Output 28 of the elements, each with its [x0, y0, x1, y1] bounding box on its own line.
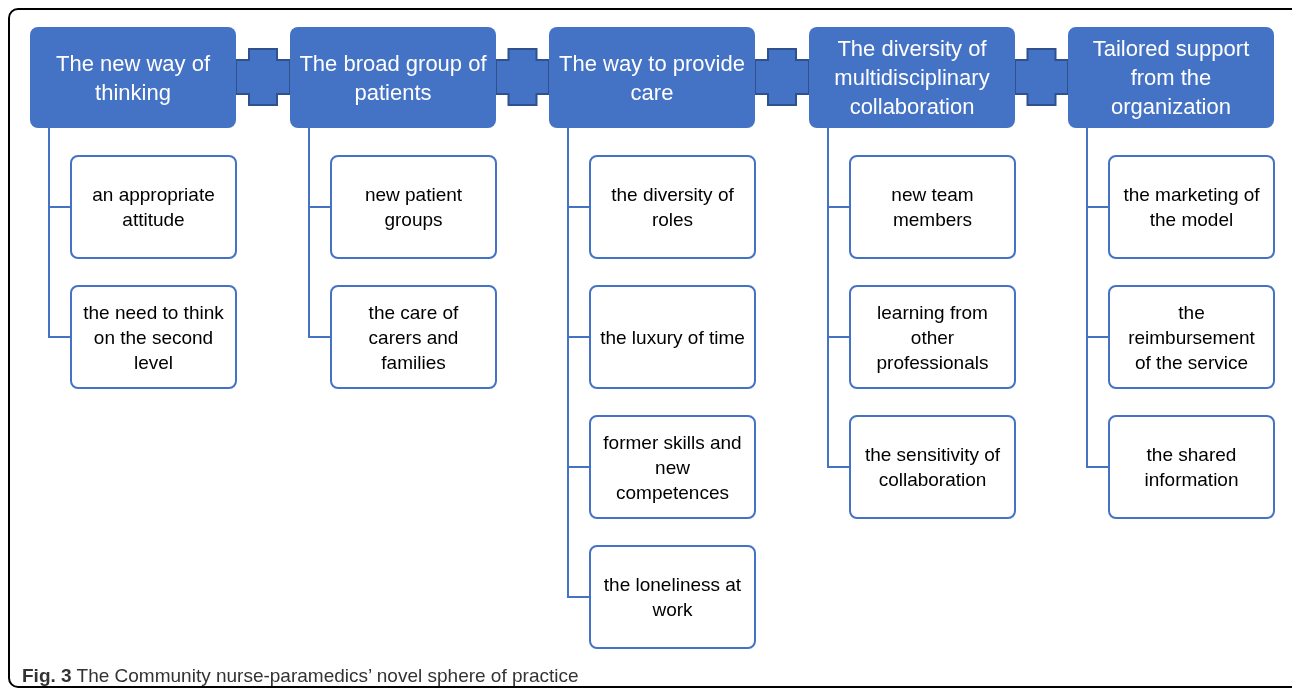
theme-box: the diversity of roles — [589, 155, 756, 259]
category-box: The new way of thinking — [30, 27, 236, 128]
theme-box: former skills and new competences — [589, 415, 756, 519]
theme-box: the shared information — [1108, 415, 1275, 519]
category-box: The broad group of patients — [290, 27, 496, 128]
cross-connector — [1014, 48, 1069, 106]
connector-line — [48, 127, 71, 338]
theme-box: learning from other professionals — [849, 285, 1016, 389]
theme-box: the need to think on the second level — [70, 285, 237, 389]
connector-line — [308, 127, 331, 338]
theme-box: the marketing of the model — [1108, 155, 1275, 259]
connector-line — [1086, 127, 1109, 468]
cross-connector — [495, 48, 550, 106]
category-box: The way to provide care — [549, 27, 755, 128]
theme-box: the sensitivity of collaboration — [849, 415, 1016, 519]
theme-box: the care of carers and families — [330, 285, 497, 389]
category-box: Tailored support from the organization — [1068, 27, 1274, 128]
cross-connector — [754, 48, 810, 106]
figure-caption: Fig. 3 The Community nurse-paramedics’ novel sphere of practice — [22, 664, 579, 688]
cross-connector — [235, 48, 291, 106]
theme-box: an appropriate attitude — [70, 155, 237, 259]
theme-box: new team members — [849, 155, 1016, 259]
category-box: The diversity of multidisciplinary collaboration — [809, 27, 1015, 128]
theme-box: the reimbursement of the service — [1108, 285, 1275, 389]
theme-box: new patient groups — [330, 155, 497, 259]
theme-box: the luxury of time — [589, 285, 756, 389]
connector-line — [827, 127, 850, 468]
theme-box: the loneliness at work — [589, 545, 756, 649]
